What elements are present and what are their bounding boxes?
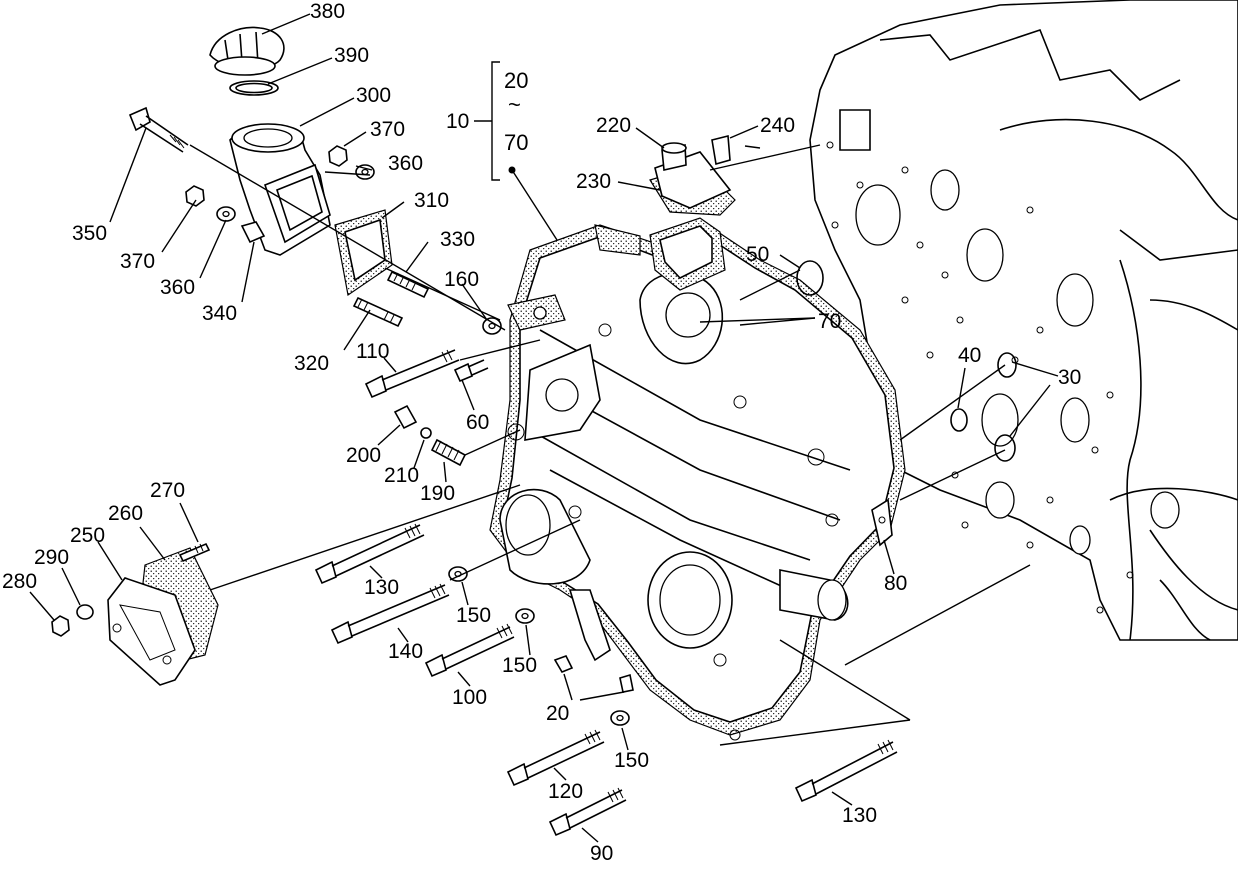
- callout-390: 390: [334, 44, 369, 67]
- callout-130: 130: [842, 804, 877, 827]
- callout-370: 370: [370, 118, 405, 141]
- callout-360: 360: [388, 152, 423, 175]
- callout-370: 370: [120, 250, 155, 273]
- callout-100: 100: [452, 686, 487, 709]
- callout-330: 330: [440, 228, 475, 251]
- callout-150: 150: [456, 604, 491, 627]
- callout-80: 80: [884, 572, 907, 595]
- cover-assembly: [51, 542, 219, 686]
- callout-260: 260: [108, 502, 143, 525]
- callout-10: 10: [446, 110, 469, 133]
- callout-140: 140: [388, 640, 423, 663]
- group-bracket: [474, 61, 516, 181]
- callout-250: 250: [70, 524, 105, 547]
- callout-200: 200: [346, 444, 381, 467]
- range-symbol: ~: [508, 92, 521, 117]
- callout-70: 70: [818, 310, 841, 333]
- callout-360: 360: [160, 276, 195, 299]
- callout-60: 60: [466, 411, 489, 434]
- callout-150: 150: [614, 749, 649, 772]
- leader-lines: [29, 13, 1059, 843]
- callout-150: 150: [502, 654, 537, 677]
- callout-210: 210: [384, 464, 419, 487]
- callout-320: 320: [294, 352, 329, 375]
- callout-20: 20: [504, 68, 528, 93]
- callout-70: 70: [504, 130, 528, 155]
- callout-300: 300: [356, 84, 391, 107]
- callout-350: 350: [72, 222, 107, 245]
- callout-20: 20: [546, 702, 569, 725]
- callout-labels: 380 390 300 370 360 350 370 360 340 310 …: [2, 0, 1081, 865]
- gear-case: [489, 217, 906, 741]
- callout-240: 240: [760, 114, 795, 137]
- callout-280: 280: [2, 570, 37, 593]
- callout-270: 270: [150, 479, 185, 502]
- bolt-set: [314, 134, 1017, 837]
- callout-340: 340: [202, 302, 237, 325]
- callout-380: 380: [310, 0, 345, 23]
- callout-110: 110: [356, 340, 389, 363]
- callout-230: 230: [576, 170, 611, 193]
- callout-290: 290: [34, 546, 69, 569]
- callout-190: 190: [420, 482, 455, 505]
- callout-90: 90: [590, 842, 613, 865]
- oil-filler-assembly: [128, 26, 430, 328]
- callout-310: 310: [414, 189, 449, 212]
- callout-130: 130: [364, 576, 399, 599]
- engine-block: [809, 0, 1238, 641]
- callout-40: 40: [958, 344, 981, 367]
- callout-220: 220: [596, 114, 631, 137]
- callout-120: 120: [548, 780, 583, 803]
- callout-50: 50: [746, 243, 769, 266]
- callout-160: 160: [444, 268, 479, 291]
- callout-30: 30: [1058, 366, 1081, 389]
